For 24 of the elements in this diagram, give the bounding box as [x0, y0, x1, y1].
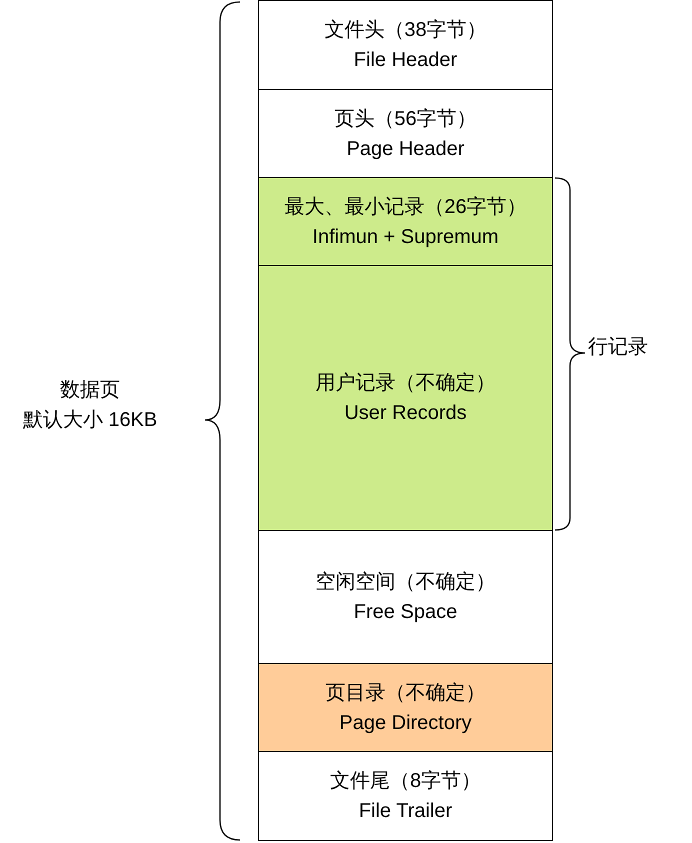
page-size-label: 数据页 [60, 378, 120, 403]
chinese-heading: 页目录（不确定） [326, 680, 486, 706]
record-box [258, 265, 553, 531]
page-size-label: 默认大小 16KB [22, 408, 158, 433]
chinese-heading: 用户记录（不确定） [316, 371, 496, 396]
english-label: File Trailer [358, 799, 452, 824]
record-box [258, 177, 553, 266]
english-label: File Header [354, 48, 458, 73]
english-label: Page Header [346, 136, 464, 162]
chinese-heading: 文件头（38字节） [324, 18, 487, 43]
english-label: Free Space [354, 600, 458, 625]
space-box [258, 530, 553, 664]
header-box [258, 89, 553, 178]
header-box [258, 0, 553, 90]
english-label: User Records [344, 401, 467, 426]
chinese-heading: 空闲空间（不确定） [316, 570, 496, 595]
english-label: Page Directory [339, 710, 472, 736]
trailer-box [258, 751, 553, 841]
directory-box [258, 663, 553, 752]
chinese-heading: 页头（56字节） [334, 106, 477, 132]
english-label: Infimun + Supremum [312, 224, 499, 250]
chinese-heading: 最大、最小记录（26字节） [284, 194, 527, 220]
chinese-heading: 文件尾（8字节） [330, 769, 482, 794]
group-label: 行记录 [588, 335, 648, 360]
